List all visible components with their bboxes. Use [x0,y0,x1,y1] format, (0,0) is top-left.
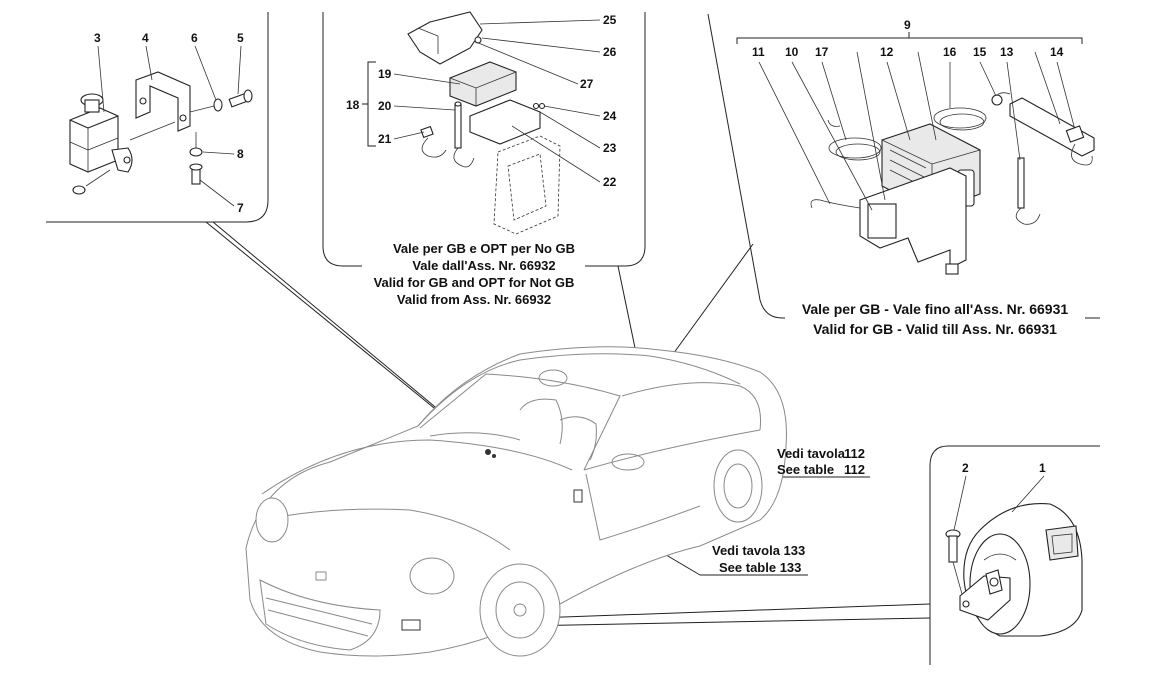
callout-21: 21 [378,132,392,146]
callout-10: 10 [785,45,799,59]
right-panel-parts: 9 11 10 17 12 16 15 13 14 Vale per GB - … [736,18,1095,337]
left-panel-parts: 3 4 6 5 8 7 [69,31,253,215]
callout-22: 22 [603,175,617,189]
callout-9: 9 [904,18,911,32]
callout-12: 12 [880,45,894,59]
center-note-line4: Valid from Ass. Nr. 66932 [397,292,551,307]
screw-and-nut [189,132,203,185]
callout-13: 13 [1000,45,1014,59]
callout-18: 18 [346,98,360,112]
bracket [129,71,191,141]
center-note-line1: Vale per GB e OPT per No GB [393,241,575,256]
ref112-en-number: 112 [844,462,865,477]
callout-3: 3 [94,31,101,45]
ref112-it-number: 112 [844,446,865,461]
bottom-right-panel-parts: 2 1 [945,461,1083,637]
screw-and-washer [189,89,253,113]
callout-16: 16 [943,45,957,59]
siren-module [69,93,133,195]
callout-24: 24 [603,109,617,123]
ref112-it-label: Vedi tavola [777,446,846,461]
panel-frames [46,12,1100,665]
callout-20: 20 [378,99,392,113]
see-table-133-link[interactable]: Vedi tavola 133 See table 133 [712,543,805,575]
table-references: Vedi tavola 112 See table 112 Vedi tavol… [712,446,865,575]
center-panel-parts: 25 26 27 24 23 22 19 18 20 21 Vale per G… [346,11,617,307]
callout-17: 17 [815,45,829,59]
callout-14: 14 [1050,45,1064,59]
callout-19: 19 [378,67,392,81]
callout-4: 4 [142,31,149,45]
callout-15: 15 [973,45,987,59]
callout-1: 1 [1039,461,1046,475]
right-note-line2: Valid for GB - Valid till Ass. Nr. 66931 [813,321,1057,337]
center-note-line2: Vale dall'Ass. Nr. 66932 [412,258,555,273]
see-table-112-link[interactable]: Vedi tavola 112 See table 112 [777,446,865,477]
ref133-it-label: Vedi tavola 133 [712,543,805,558]
right-note-line1: Vale per GB - Vale fino all'Ass. Nr. 669… [802,301,1069,317]
callout-5: 5 [237,31,244,45]
callout-6: 6 [191,31,198,45]
center-note-line3: Valid for GB and OPT for Not GB [374,275,575,290]
ref133-en-label: See table 133 [719,560,801,575]
callout-11: 11 [752,45,765,59]
car-illustration [245,346,787,657]
ref112-en-label: See table [777,462,834,477]
callout-8: 8 [237,147,244,161]
callout-7: 7 [237,201,244,215]
callout-23: 23 [603,141,617,155]
callout-27: 27 [580,77,594,91]
callout-2: 2 [962,461,969,475]
callout-26: 26 [603,45,617,59]
callout-25: 25 [603,13,617,27]
